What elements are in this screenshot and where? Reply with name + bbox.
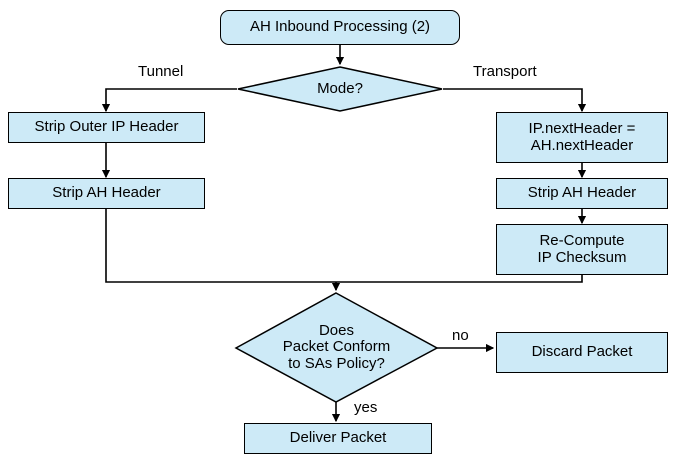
node-deliver-packet[interactable]: Deliver Packet	[244, 423, 432, 454]
node-policy-decision[interactable]: Does Packet Conform to SAs Policy?	[234, 292, 439, 403]
node-strip-ah-header-transport[interactable]: Strip AH Header	[496, 178, 668, 209]
edge-mode-transport	[443, 88, 587, 113]
edge-label-yes: yes	[354, 399, 378, 416]
edge-mode-tunnel	[101, 88, 237, 113]
edge-label-tunnel: Tunnel	[138, 63, 184, 80]
node-set-next-header[interactable]: IP.nextHeader = AH.nextHeader	[496, 112, 668, 163]
node-recompute-ip-checksum[interactable]: Re-Compute IP Checksum	[496, 224, 668, 275]
node-discard-packet[interactable]: Discard Packet	[496, 332, 668, 373]
node-mode-decision-label: Mode?	[317, 79, 363, 97]
node-policy-decision-label: Does Packet Conform to SAs Policy?	[282, 321, 391, 372]
edge-label-transport: Transport	[473, 63, 537, 80]
node-mode-decision[interactable]: Mode?	[237, 66, 443, 112]
node-strip-outer-ip-header[interactable]: Strip Outer IP Header	[8, 112, 205, 143]
node-strip-ah-header-tunnel[interactable]: Strip AH Header	[8, 178, 205, 209]
node-start[interactable]: AH Inbound Processing (2)	[220, 10, 460, 45]
edge-label-no: no	[452, 327, 469, 344]
